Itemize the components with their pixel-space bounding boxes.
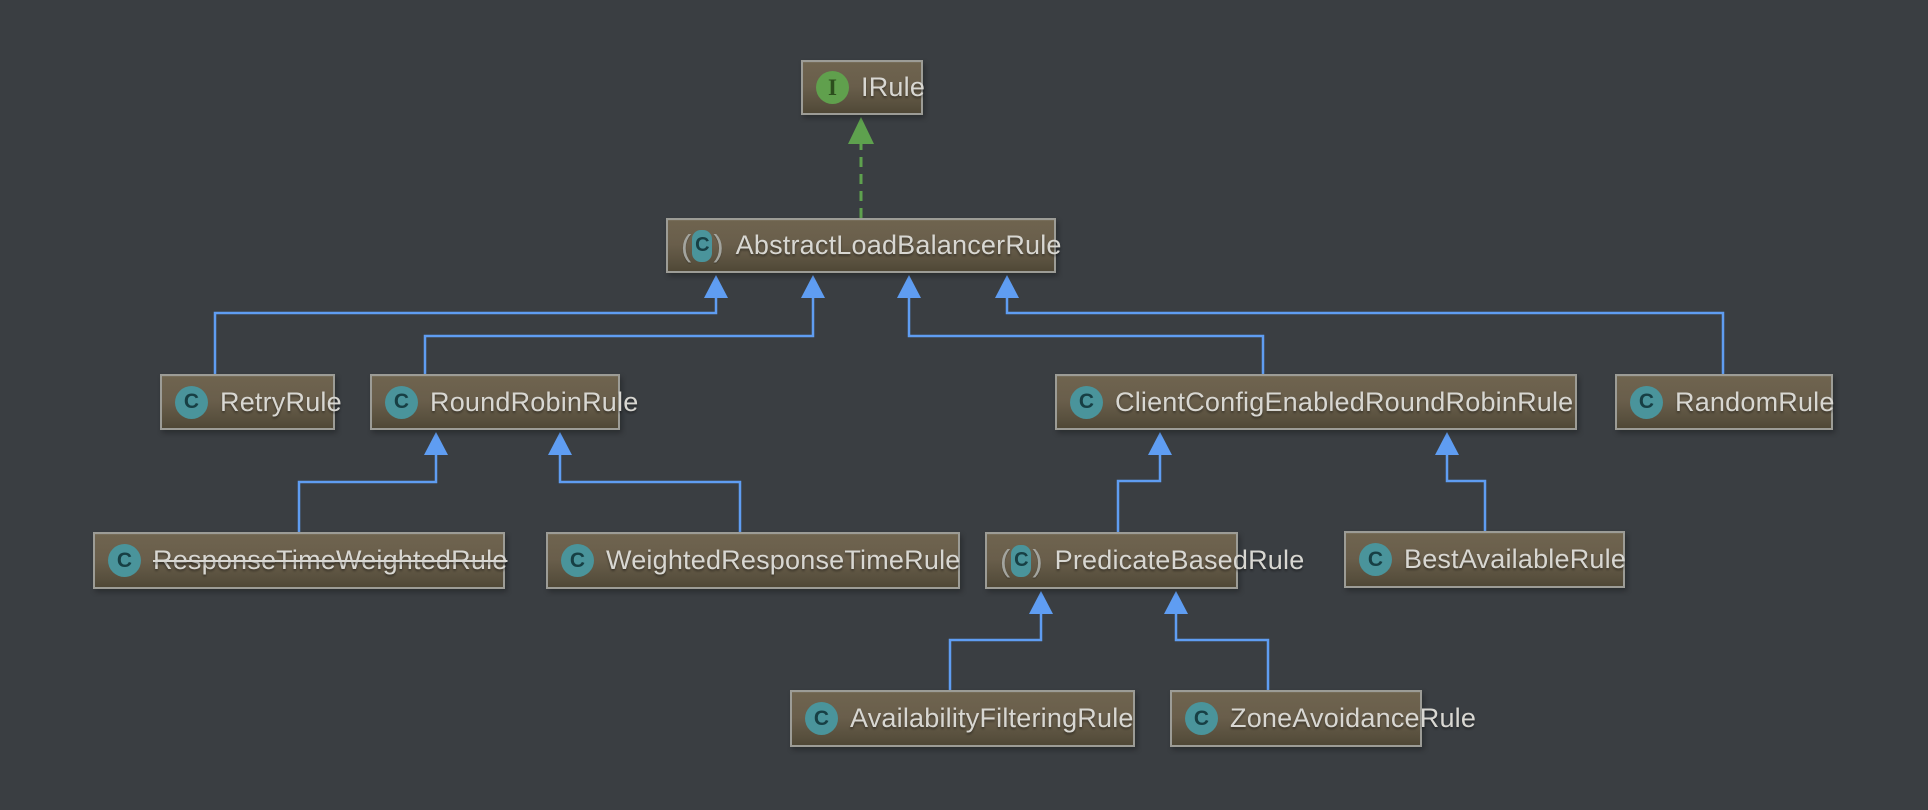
class-node-round-robin-rule[interactable]: C RoundRobinRule: [370, 374, 638, 430]
class-name-label: RoundRobinRule: [430, 386, 639, 417]
class-icon: C: [385, 385, 418, 419]
class-icon: C: [108, 544, 141, 577]
edge-extends-retry-rule-to-abstract-load-balancer-rule: [213, 275, 728, 374]
edge-extends-weighted-response-time-rule-to-round-robin-rule: [548, 432, 742, 532]
class-node-abstract-load-balancer-rule[interactable]: (C) AbstractLoadBalancerRule: [666, 218, 1061, 273]
class-icon: C: [1359, 543, 1392, 576]
edge-extends-response-time-weighted-rule-to-round-robin-rule: [297, 432, 448, 532]
class-node-random-rule[interactable]: C RandomRule: [1615, 374, 1835, 430]
arrowhead-extends: [1164, 591, 1188, 614]
arrowhead-extends: [548, 432, 572, 455]
class-icon: C: [1070, 385, 1103, 419]
class-node-response-time-weighted-rule[interactable]: C ResponseTimeWeightedRule: [93, 532, 508, 589]
arrowhead-extends: [1435, 432, 1459, 455]
class-name-label: BestAvailableRule: [1404, 544, 1627, 574]
class-node-client-config-enabled-round-robin-rule[interactable]: C ClientConfigEnabledRoundRobinRule: [1055, 374, 1577, 430]
class-name-label: ResponseTimeWeightedRule: [153, 545, 508, 575]
edge-extends-client-config-enabled-round-robin-rule-to-abstract-load-balancer-rule: [897, 275, 1265, 374]
class-icon: C: [1185, 702, 1218, 735]
arrowhead-implements: [848, 117, 874, 144]
edge-implements-abstract-load-balancer-rule-to-irule: [848, 117, 874, 218]
interface-icon: I: [816, 71, 849, 104]
class-name-label: RetryRule: [220, 386, 342, 417]
class-name-label: RandomRule: [1675, 386, 1835, 417]
class-node-predicate-based-rule[interactable]: (C) PredicateBasedRule: [985, 532, 1304, 589]
edge-extends-availability-filtering-rule-to-predicate-based-rule: [948, 591, 1053, 690]
arrowhead-extends: [801, 275, 825, 298]
abstract-class-icon: (C): [1000, 543, 1043, 578]
class-name-label: ZoneAvoidanceRule: [1230, 703, 1477, 733]
edge-extends-predicate-based-rule-to-client-config-enabled-round-robin-rule: [1116, 432, 1172, 532]
class-icon: C: [805, 702, 838, 735]
class-name-label: AbstractLoadBalancerRule: [735, 230, 1062, 260]
class-name-label: ClientConfigEnabledRoundRobinRule: [1115, 386, 1574, 417]
interface-node-irule[interactable]: I IRule: [801, 60, 926, 115]
class-icon: C: [175, 385, 208, 419]
class-name-label: AvailabilityFilteringRule: [850, 703, 1134, 733]
class-node-retry-rule[interactable]: C RetryRule: [160, 374, 342, 430]
edge-extends-best-available-rule-to-client-config-enabled-round-robin-rule: [1435, 432, 1487, 531]
arrowhead-extends: [1148, 432, 1172, 455]
class-node-availability-filtering-rule[interactable]: C AvailabilityFilteringRule: [790, 690, 1135, 747]
class-icon: C: [1630, 385, 1663, 419]
class-icon: C: [561, 544, 594, 577]
class-node-best-available-rule[interactable]: C BestAvailableRule: [1344, 531, 1627, 588]
arrowhead-extends: [1029, 591, 1053, 614]
arrowhead-extends: [897, 275, 921, 298]
class-name-label: PredicateBasedRule: [1054, 545, 1305, 575]
class-name-label: IRule: [861, 72, 926, 102]
class-node-zone-avoidance-rule[interactable]: C ZoneAvoidanceRule: [1170, 690, 1476, 747]
edge-extends-zone-avoidance-rule-to-predicate-based-rule: [1164, 591, 1270, 690]
edge-extends-round-robin-rule-to-abstract-load-balancer-rule: [423, 275, 825, 374]
arrowhead-extends: [995, 275, 1019, 298]
class-node-weighted-response-time-rule[interactable]: C WeightedResponseTimeRule: [546, 532, 960, 589]
arrowhead-extends: [424, 432, 448, 455]
edge-extends-random-rule-to-abstract-load-balancer-rule: [995, 275, 1725, 374]
abstract-class-icon: (C): [681, 228, 724, 263]
arrowhead-extends: [704, 275, 728, 298]
class-name-label: WeightedResponseTimeRule: [606, 545, 961, 575]
